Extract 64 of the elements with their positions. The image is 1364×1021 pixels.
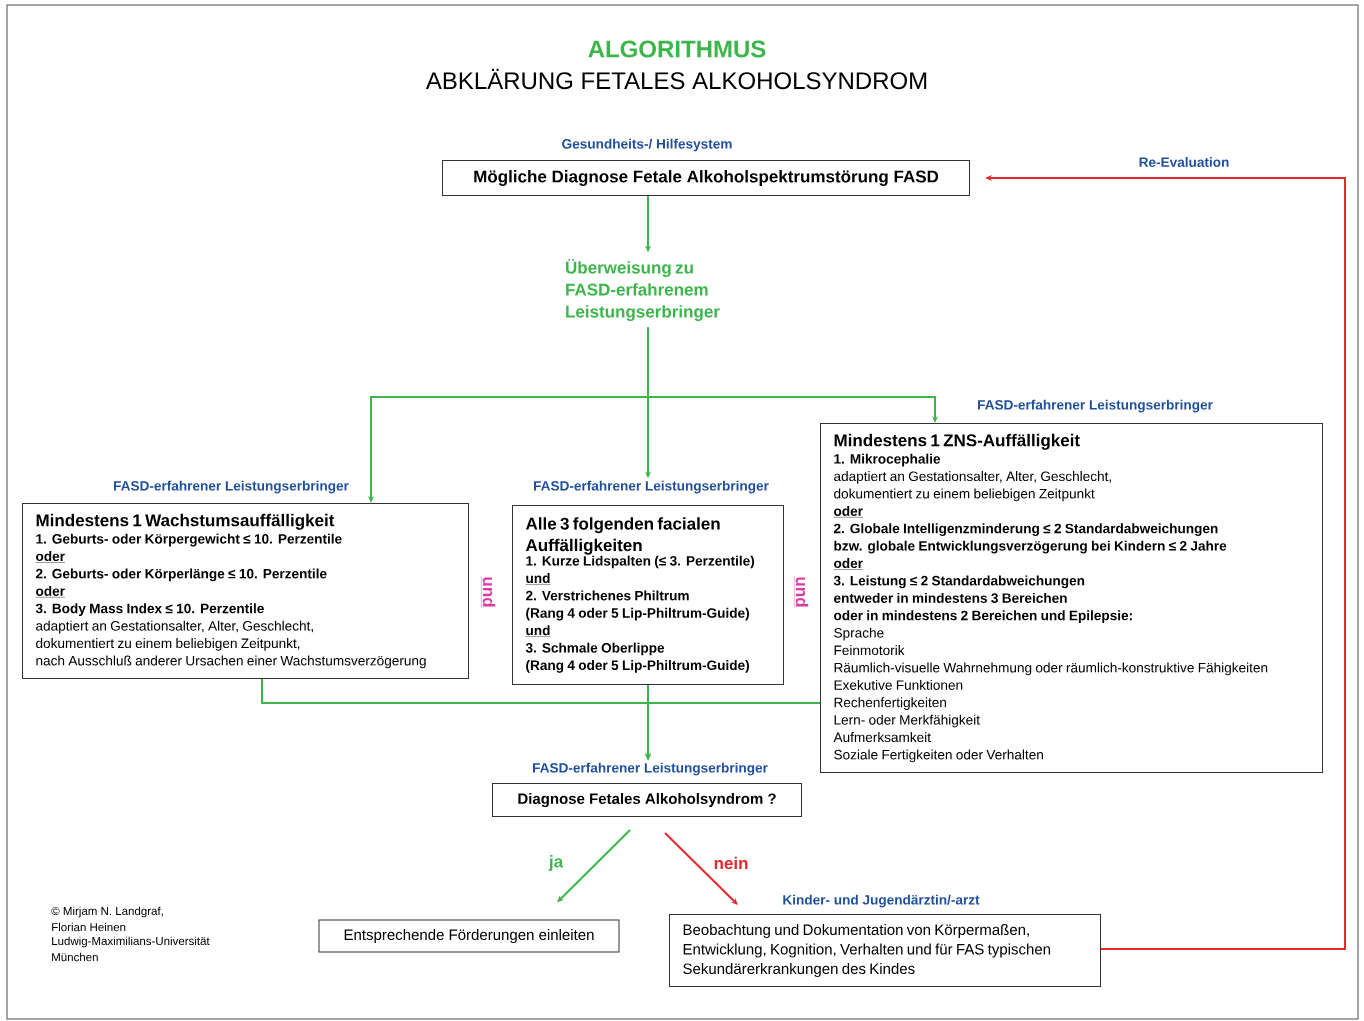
- node-label: (Rang 4 oder 5 Lip-Philtrum-Guide): [526, 660, 749, 673]
- node-label: nach Ausschluß anderer Ursachen einer Wachstumsverzögerung: [36, 655, 426, 669]
- node-label: (Rang 4 oder 5 Lip-Philtrum-Guide): [526, 607, 749, 621]
- copyright-note: Florian Heinen: [52, 922, 126, 932]
- role-label: Kinder- und Jugendärztin/-arzt: [783, 894, 980, 908]
- outcome-box: Beobachtung und Dokumentation von Körpermaßen, Entwicklung, Kognition, Verhalten und für FAS typischen Sekundärerkrankungen des Kindes: [669, 914, 1101, 987]
- role-label: FASD-erfahrener Leistungserbringer: [114, 480, 349, 494]
- node-label: Mindestens 1 ZNS-Auffälligkeit: [834, 433, 1080, 450]
- node-label: Räumlich-visuelle Wahrnehmung oder räumlich-konstruktive Fähigkeiten: [834, 662, 1268, 676]
- arrow: [647, 326, 939, 423]
- role-label: FASD-erfahrener Leistungserbringer: [978, 399, 1213, 413]
- node-label: oder: [36, 585, 65, 596]
- copyright-note: Ludwig-Maximilians-Universität: [52, 936, 210, 948]
- subtitle-text: ABKLÄRUNG FETALES ALKOHOLSYNDROM: [425, 68, 927, 90]
- node-label: adaptiert an Gestationsalter, Alter, Geschlecht,: [36, 620, 313, 634]
- node-label: Mindestens 1 Wachstumsauffälligkeit: [36, 513, 335, 530]
- node-label: und: [526, 625, 550, 636]
- node-label: 1. Geburts- oder Körpergewicht ≤ 10. Perzentile: [36, 533, 342, 547]
- node-label: entweder in mindestens 3 Bereichen: [834, 592, 1067, 603]
- node-label: 3. Leistung ≤ 2 Standardabweichungen: [833, 575, 1085, 589]
- referral-text: Überweisung zu FASD-erfahrenem Leistungserbringer: [566, 258, 720, 322]
- arrow: [557, 829, 631, 903]
- connector-word: und: [794, 576, 809, 608]
- role-label: FASD-erfahrener Leistungserbringer: [533, 762, 768, 776]
- criteria-box: Mindestens 1 Wachstumsauffälligkeit 1. Geburts- oder Körpergewicht ≤ 10. Perzentile oder 2. Geburts- oder Körperlänge ≤ 10. Perzentile oder 3. Body Mass Index ≤ 10. Perzentile adaptiert an Gestationsalter, Alter, Geschlecht, dokumentiert zu einem beliebigen Zeitpunkt, nach Ausschluß anderer Ursachen einer Wachstumsverzögerung: [22, 503, 469, 679]
- role-label: Gesundheits-/ Hilfesystem: [562, 138, 732, 152]
- node-label: oder: [36, 551, 65, 562]
- node-label: 2. Verstrichenes Philtrum: [525, 590, 689, 601]
- node-label: 2. Globale Intelligenzminderung ≤ 2 Standardabweichungen: [833, 523, 1218, 537]
- criteria-box: Mindestens 1 ZNS-Auffälligkeit 1. Mikrocephalie adaptiert an Gestationsalter, Alter, Geschlecht, dokumentiert zu einem beliebigen Zeitpunkt oder 2. Globale Intelligenzminderung ≤ 2 Standardabweichungen bzw. globale Entwicklungsverzögerung bei Kindern ≤ 2 Jahre oder 3. Leistung ≤ 2 Standardabweichungen entweder in mindestens 3 Bereichen oder in mindestens 2 Bereichen und Epilepsie: Sprache Feinmotorik Räumlich-visuelle Wahrnehmung oder räumlich-konstruktive Fähigkeiten Exekutive Funktionen Rechenfertigkeiten Lern- oder Merkfähigkeit Aufmerksamkeit Soziale Fertigkeiten oder Verhalten: [820, 423, 1323, 773]
- node-label: Sprache: [834, 627, 884, 641]
- node-label: Lern- oder Merkfähigkeit: [834, 714, 980, 728]
- copyright-note: München: [52, 952, 98, 962]
- node-label: Aufmerksamkeit: [833, 732, 931, 743]
- edge-label: Re-Evaluation: [1136, 155, 1232, 169]
- edge-label: ja: [546, 853, 566, 873]
- copyright-note: © Mirjam N. Landgraf,: [51, 906, 163, 918]
- node-label: adaptiert an Gestationsalter, Alter, Geschlecht,: [834, 471, 1111, 484]
- node-label: Alle 3 folgenden facialen Auffälligkeiten: [525, 517, 720, 555]
- connector-word: und: [481, 576, 496, 608]
- node-label: Soziale Fertigkeiten oder Verhalten: [834, 749, 1043, 763]
- node-label: 1. Mikrocephalie: [834, 453, 941, 467]
- node-label: dokumentiert zu einem beliebigen Zeitpunkt: [834, 488, 1095, 502]
- node-label: dokumentiert zu einem beliebigen Zeitpunkt,: [36, 638, 300, 651]
- role-label: FASD-erfahrener Leistungserbringer: [534, 480, 769, 494]
- node-label: oder in mindestens 2 Bereichen und Epilepsie:: [834, 610, 1132, 623]
- decision-box: Diagnose Fetales Alkoholsyndrom ?: [492, 783, 802, 817]
- edge-label: nein: [711, 854, 751, 872]
- node-label: und: [526, 573, 550, 584]
- node-label: Feinmotorik: [834, 645, 905, 656]
- arrow: [664, 832, 738, 905]
- node-label: Exekutive Funktionen: [834, 679, 963, 690]
- node-label: Rechenfertigkeiten: [834, 697, 947, 710]
- node-label: oder: [834, 558, 863, 569]
- criteria-box: Alle 3 folgenden facialen Auffälligkeiten 1. Kurze Lidspalten (≤ 3. Perzentile) und 2. Verstrichenes Philtrum (Rang 4 oder 5 Lip-Philtrum-Guide) und 3. Schmale Oberlippe (Rang 4 oder 5 Lip-Philtrum-Guide): [512, 505, 784, 685]
- outcome-box: Entsprechende Förderungen einleiten: [318, 919, 620, 953]
- node-label: 1. Kurze Lidspalten (≤ 3. Perzentile): [526, 555, 755, 569]
- process-box: Mögliche Diagnose Fetale Alkoholspektrumstörung FASD: [442, 160, 970, 196]
- node-label: 3. Schmale Oberlippe: [525, 642, 665, 656]
- title-text: ALGORITHMUS: [588, 40, 766, 58]
- node-label: bzw. globale Entwicklungsverzögerung bei Kindern ≤ 2 Jahre: [834, 540, 1227, 554]
- node-label: 3. Body Mass Index ≤ 10. Perzentile: [35, 603, 264, 616]
- node-label: 2. Geburts- oder Körperlänge ≤ 10. Perzentile: [35, 568, 327, 582]
- node-label: oder: [834, 505, 863, 516]
